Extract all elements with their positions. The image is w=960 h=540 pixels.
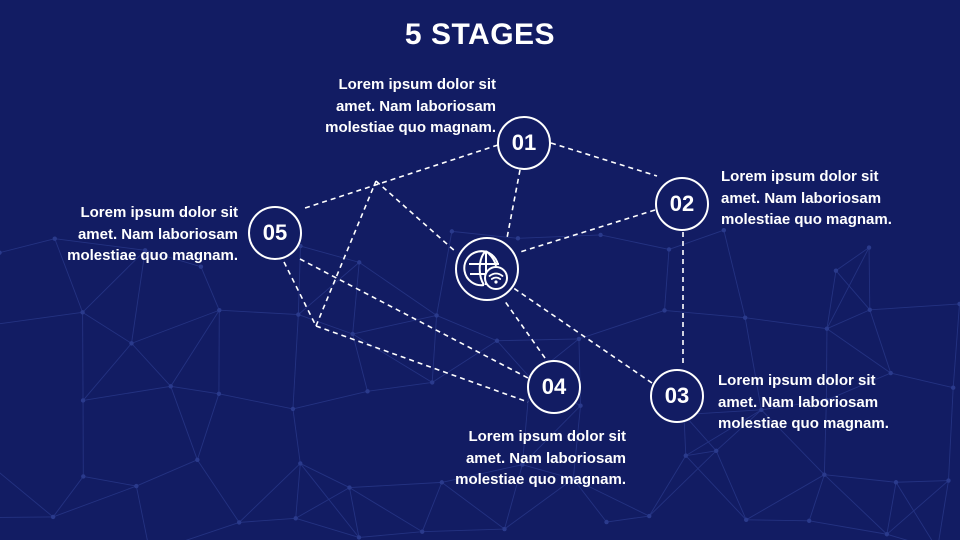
stage-04-number: 04 — [541, 374, 567, 399]
stage-05-circle: 05 — [248, 206, 302, 260]
connector-01-02 — [550, 142, 658, 177]
connector-02-center — [519, 209, 656, 253]
stage-05-description: Lorem ipsum dolor sit amet. Nam laborios… — [67, 204, 238, 264]
globe-wifi-icon — [455, 237, 519, 301]
connector-crosspoint-04 — [315, 325, 529, 403]
stage-01-circle: 01 — [497, 116, 551, 170]
connector-01-05 — [301, 144, 499, 210]
connector-03-center — [511, 286, 653, 384]
connector-04-center — [503, 299, 546, 359]
stage-04-circle: 04 — [527, 360, 581, 414]
stage-01-number: 01 — [511, 130, 537, 155]
page-title: 5 STAGES — [404, 18, 556, 51]
stage-03-circle: 03 — [650, 369, 704, 423]
stage-02-number: 02 — [669, 191, 695, 216]
stage-04-description: Lorem ipsum dolor sit amet. Nam laborios… — [455, 428, 626, 488]
connector-upper-center — [375, 180, 457, 253]
connector-crosspoint-upper — [315, 180, 377, 327]
stage-01-description: Lorem ipsum dolor sit amet. Nam laborios… — [325, 76, 496, 136]
connector-05-04 — [299, 258, 529, 379]
stage-03-description: Lorem ipsum dolor sit amet. Nam laborios… — [718, 372, 889, 432]
stage-02-description: Lorem ipsum dolor sit amet. Nam laborios… — [721, 168, 892, 228]
stage-02-circle: 02 — [655, 177, 709, 231]
connector-05-crosspoint — [283, 261, 317, 327]
stage-03-number: 03 — [664, 383, 690, 408]
connector-01-center — [506, 169, 521, 239]
stage-05-number: 05 — [262, 220, 288, 245]
